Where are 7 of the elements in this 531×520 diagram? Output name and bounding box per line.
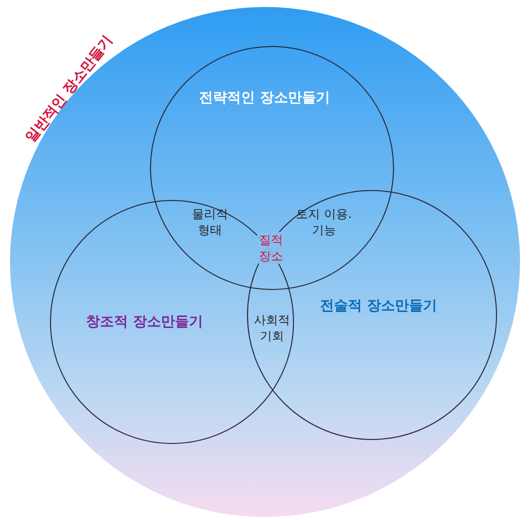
circle-title: 전술적 장소만들기 bbox=[320, 297, 437, 315]
region-label: 토지 이용. 기능 bbox=[295, 206, 353, 238]
circle-title: 창조적 장소만들기 bbox=[86, 313, 203, 331]
region-label: 물리적 형태 bbox=[191, 206, 229, 238]
circle-title: 전략적인 장소만들기 bbox=[199, 89, 330, 107]
region-label: 사회적 기회 bbox=[253, 312, 291, 344]
region-label: 질적 장소 bbox=[257, 232, 285, 264]
